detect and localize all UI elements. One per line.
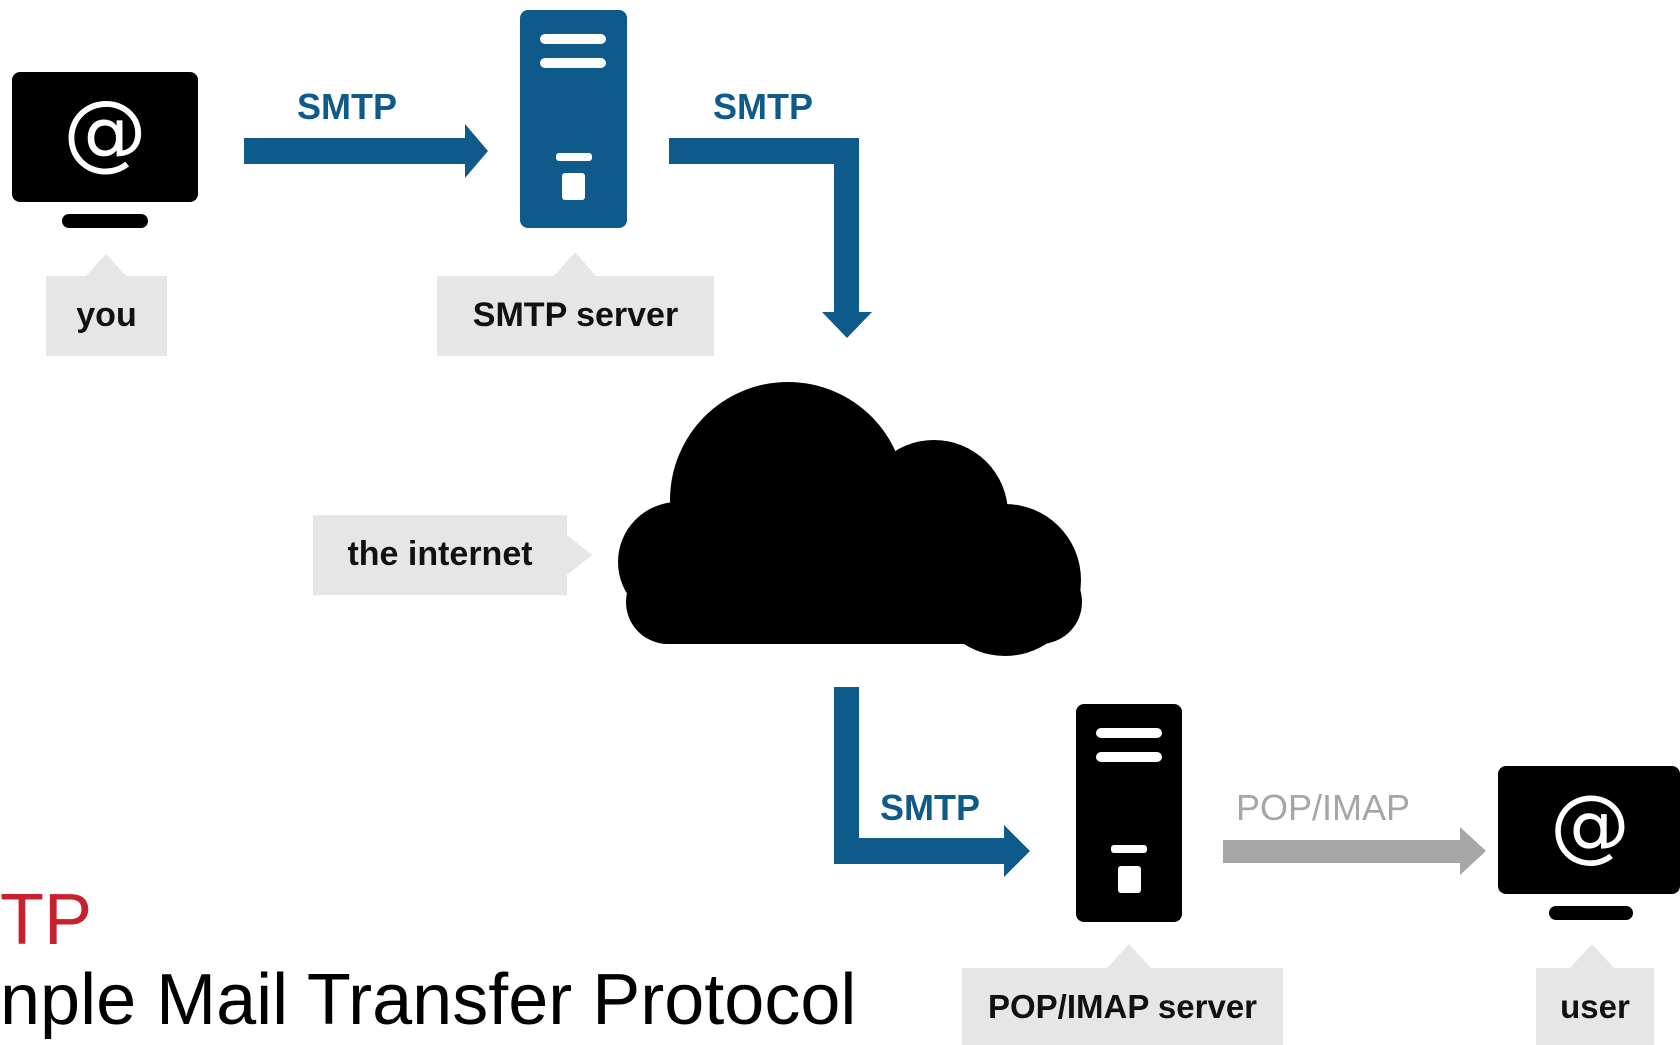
smtp-server-icon: [520, 10, 627, 228]
arrow-smtp-to-internet: [669, 138, 872, 338]
internet-label-bubble: [313, 515, 592, 595]
label-popimap-server: POP/IMAP server: [987, 988, 1258, 1025]
user-monitor-icon: @: [1498, 766, 1680, 920]
caption-subtitle: nple Mail Transfer Protocol: [0, 960, 857, 1040]
arrow-label-popimap: POP/IMAP: [1236, 787, 1411, 828]
label-user: user: [1560, 988, 1630, 1025]
cloud-icon: [618, 382, 1082, 656]
you-label-bubble: [46, 254, 167, 356]
smtp-server-label-bubble: [437, 252, 714, 356]
user-label-bubble: [1536, 944, 1654, 1045]
label-you: you: [76, 296, 137, 334]
arrow-popimap-to-user: [1223, 827, 1486, 875]
svg-text:@: @: [63, 82, 147, 180]
label-the-internet: the internet: [347, 535, 533, 573]
arrow-label-smtp-2: SMTP: [713, 86, 814, 127]
arrow-label-smtp-3: SMTP: [880, 787, 981, 828]
label-smtp-server: SMTP server: [472, 296, 679, 334]
svg-text:@: @: [1550, 778, 1630, 871]
arrow-label-smtp-1: SMTP: [297, 86, 398, 127]
arrow-you-to-smtp: [244, 124, 488, 178]
popimap-server-icon: [1076, 704, 1182, 922]
arrow-internet-to-popimap: [834, 687, 1030, 877]
popimap-server-label-bubble: [962, 944, 1283, 1045]
caption-title: TP: [0, 880, 93, 960]
you-monitor-icon: @: [12, 72, 198, 228]
